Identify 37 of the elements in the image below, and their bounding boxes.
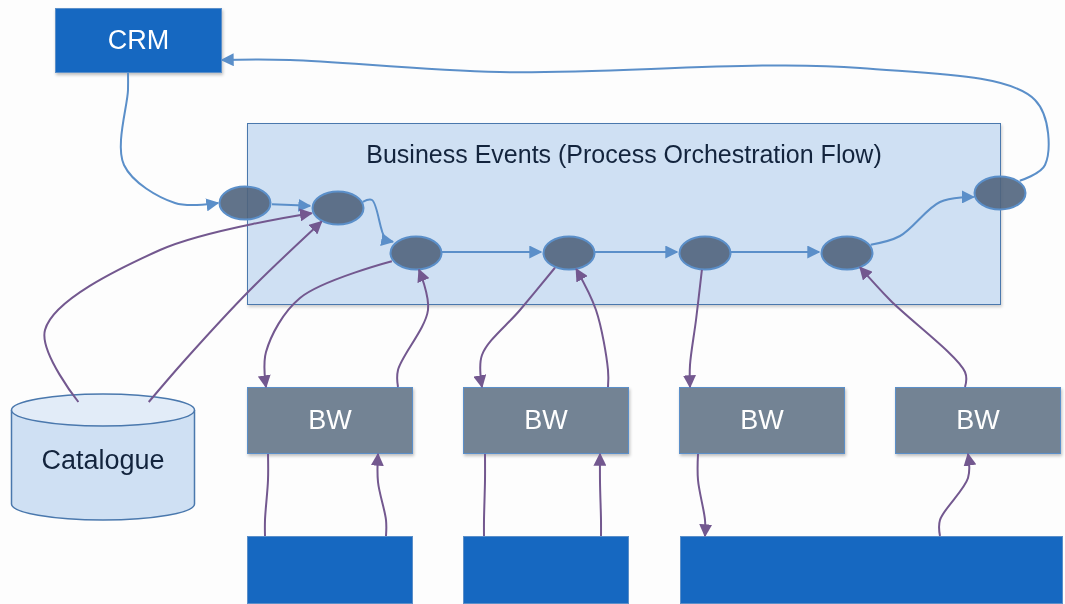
arrow <box>43 208 313 403</box>
arrow <box>370 452 388 537</box>
node-label: BW <box>740 405 784 436</box>
arrow <box>473 266 556 389</box>
target-bar <box>463 536 629 604</box>
node-label: CRM <box>107 25 170 56</box>
service-box <box>895 387 1061 454</box>
connector-line <box>482 453 487 537</box>
arrow <box>869 190 975 246</box>
system-box <box>55 8 222 73</box>
target-bar <box>247 536 413 604</box>
process-panel <box>247 123 1001 305</box>
arrow <box>859 266 968 388</box>
node-label: Catalogue <box>41 444 165 476</box>
arrow <box>593 452 607 537</box>
service-box <box>463 387 629 454</box>
arrow <box>938 452 977 537</box>
node-label: BW <box>956 405 1000 436</box>
service-box <box>679 387 845 454</box>
service-box <box>247 387 413 454</box>
target-bar <box>680 536 1063 604</box>
connector-line <box>263 453 270 537</box>
arrow <box>396 268 430 388</box>
node-label: Business Events (Process Orchestration Flow) <box>366 140 882 168</box>
arrow <box>575 268 610 388</box>
node-label: BW <box>308 405 352 436</box>
arrow <box>594 245 679 259</box>
arrow <box>683 268 703 389</box>
arrow <box>257 260 393 389</box>
arrow <box>270 198 312 212</box>
arrow <box>220 53 1050 182</box>
arrow <box>441 245 543 259</box>
arrow <box>696 453 713 538</box>
arrow <box>730 245 821 259</box>
arrow <box>119 72 220 212</box>
node-label: BW <box>524 405 568 436</box>
arrow <box>147 220 323 403</box>
